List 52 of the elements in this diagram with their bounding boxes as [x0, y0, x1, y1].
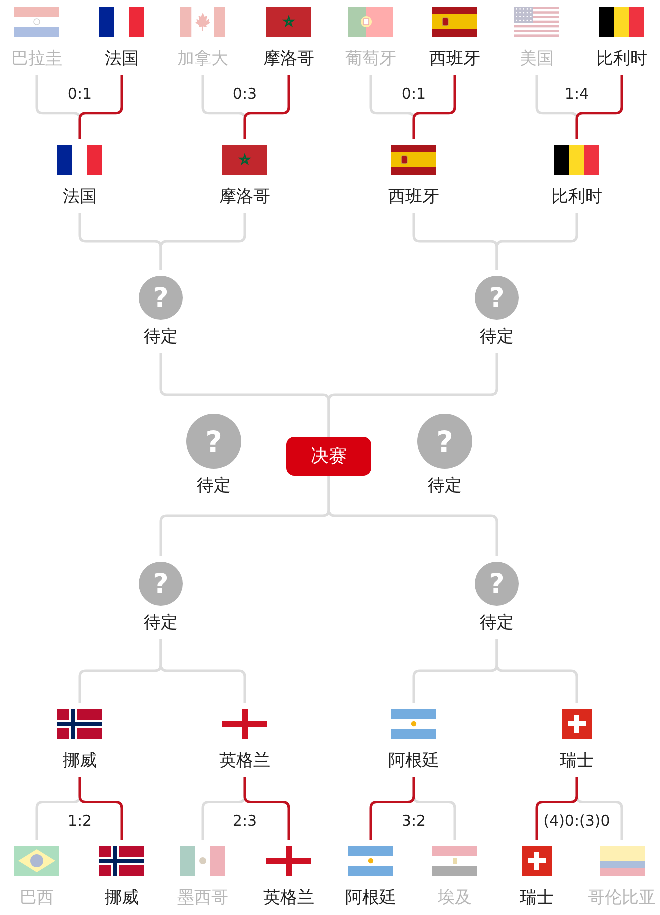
team-name: 哥伦比亚 [588, 888, 656, 908]
tbd-label: 待定 [428, 476, 462, 496]
bracket-line [244, 75, 290, 139]
question-mark-circle: ? [139, 276, 183, 320]
question-mark-circle: ? [475, 562, 519, 606]
bracket-line [536, 777, 578, 840]
tbd-label: 待定 [197, 476, 231, 496]
bracket-line [78, 75, 124, 139]
team-name: 葡萄牙 [346, 49, 396, 69]
team-name: 英格兰 [220, 751, 270, 771]
bracket-line [78, 777, 124, 840]
team-name: 摩洛哥 [220, 187, 270, 207]
team-name: 巴拉圭 [12, 49, 62, 69]
bracket-line [160, 213, 246, 270]
tbd-label: 待定 [144, 327, 178, 347]
team-name: 瑞士 [520, 888, 554, 908]
bracket-line [244, 777, 290, 840]
team-name: 挪威 [63, 751, 97, 771]
bracket-line [328, 476, 498, 556]
team-name: 英格兰 [264, 888, 314, 908]
bracket-line [496, 639, 578, 703]
team-name: 加拿大 [178, 49, 228, 69]
bracket-line [328, 353, 498, 437]
team-name: 西班牙 [430, 49, 480, 69]
tbd-label: 待定 [480, 613, 514, 633]
team-name: 法国 [105, 49, 139, 69]
score-label: (4)0:(3)0 [542, 812, 612, 830]
question-mark-circle: ? [418, 414, 472, 469]
team-name: 挪威 [105, 888, 139, 908]
team-name: 墨西哥 [178, 888, 228, 908]
team-name: 比利时 [596, 49, 648, 69]
question-mark-circle: ? [186, 414, 242, 469]
team-name: 巴西 [20, 888, 54, 908]
team-name: 瑞士 [560, 751, 594, 771]
tbd-label: 待定 [144, 613, 178, 633]
final-match-box: 决赛 [286, 437, 372, 476]
team-name: 法国 [63, 187, 97, 207]
team-name: 阿根廷 [388, 751, 440, 771]
team-name: 美国 [520, 49, 554, 69]
bracket-line [412, 75, 456, 139]
team-name: 埃及 [438, 888, 472, 908]
team-name: 摩洛哥 [264, 49, 314, 69]
team-name: 阿根廷 [346, 888, 396, 908]
bracket-line [576, 75, 624, 139]
bracket-line [496, 213, 578, 270]
tbd-label: 待定 [480, 327, 514, 347]
team-name: 西班牙 [388, 187, 440, 207]
bracket-line [160, 639, 246, 703]
team-name: 比利时 [552, 187, 602, 207]
question-mark-circle: ? [475, 276, 519, 320]
question-mark-circle: ? [139, 562, 183, 606]
bracket-line [370, 777, 416, 840]
